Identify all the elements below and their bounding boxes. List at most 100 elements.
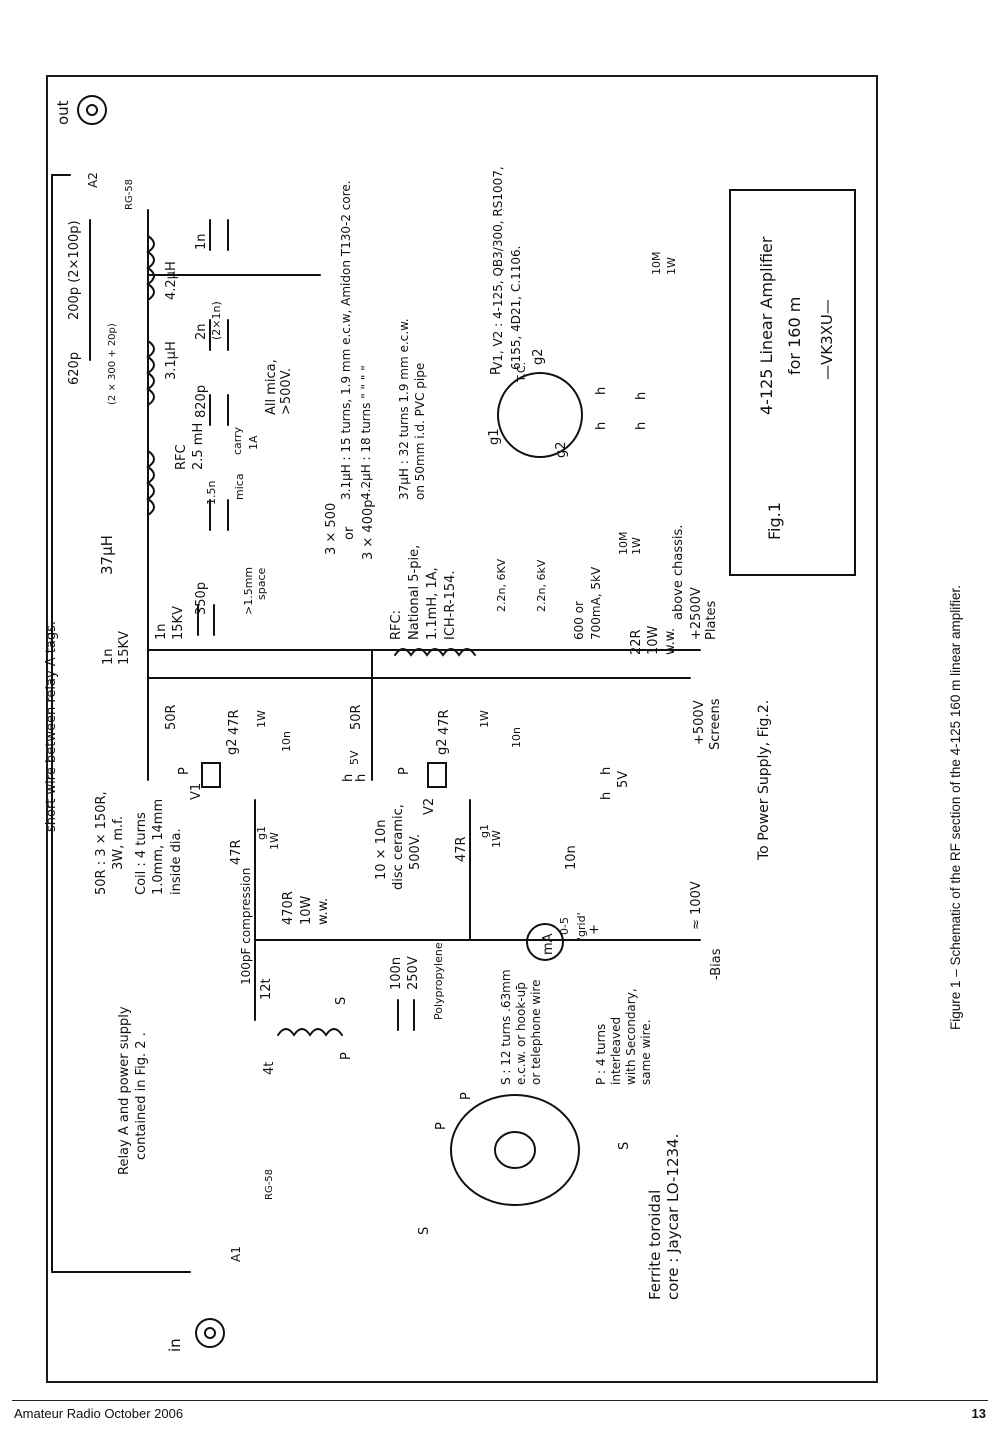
v2-anode-box [427,762,447,788]
in-connector [195,1318,225,1348]
c10n-1: 10n [280,731,293,752]
minus-label: - [509,985,524,990]
plus-label: + [587,924,602,935]
pin-h2: h [594,422,609,430]
pin-g2b: g2 [554,441,569,458]
plates-1: +2500V [689,587,704,640]
rfc-val: 2.5 mH [191,423,206,470]
l37-coil [146,450,155,516]
r50-v2: 50R [349,704,364,730]
l31-note: 3.1μH : 15 turns, 1.9 mm e.c.w, Amidon T… [339,180,353,500]
mica-label: mica [233,473,246,500]
v5-v2: 5V [616,771,631,788]
disc-note-3: 500V. [408,834,423,870]
r22-ww: w.w. [663,628,678,655]
c15kv-b: 15KV [171,606,186,640]
plates-2: Plates [704,600,719,640]
l42-note: 4.2μH : 18 turns " " " " [359,365,373,500]
r10m-b-w: 1W [665,257,678,275]
v5-v1: 5V [348,750,361,765]
ferrite-note-2: core : Jaycar LO-1234. [664,1134,682,1300]
pin-h1: h [594,387,609,395]
t-4t: 4t [262,1062,277,1075]
p-note-1: P : 4 turns [594,1024,608,1085]
h-v2: h [599,767,614,775]
footer-page-number: 13 [971,1406,986,1421]
comp-note: 100pF compression [239,868,253,985]
v1-anode-box [201,762,221,788]
r470: 470R [281,891,296,925]
screens-2: Screens [708,698,723,750]
r10m-b: 10M [650,252,663,276]
c1n-out: 1n [194,233,209,250]
relay-note-2: contained in Fig. 2 . [134,1032,149,1160]
l42-coil [146,235,155,301]
space-2: space [255,567,268,600]
p-note-2: interleaved [609,1017,623,1085]
r47-g1-w: 1W [268,832,281,850]
h-v1b: h [354,774,369,782]
c200p: 200p (2×100p) [67,220,82,320]
title-line1: 4-125 Linear Amplifier [757,236,776,415]
c3x500: 3 × 500 [324,503,339,555]
c15kv-a: 15KV [117,631,132,665]
tor-p2: P [459,1092,474,1100]
l37-note-1: 37μH : 32 turns 1.9 mm e.c.w. [397,318,411,500]
ferrite-toroid [450,1094,580,1206]
t-12t: 12t [259,978,274,1000]
rfc-plate-coil [394,648,476,657]
v1-label: V1 [189,783,204,800]
plate-choke-1: 600 or [572,601,586,640]
r470-ww: w.w. [316,898,331,925]
l37-note-2: on 50mm i.d. PVC pipe [413,363,427,500]
c3x400: 3 × 400p [361,500,376,561]
coil-note-3: inside dia. [169,828,184,895]
l42-label: 4.2μH [164,261,179,300]
t-p: P [339,1052,354,1060]
tube-h-a: h [634,392,649,400]
g2-v1: g2 [225,738,240,755]
figure-caption: Figure 1 – Schematic of the RF section o… [948,585,963,1030]
c820p: 820p [194,385,209,418]
ferrite-note-1: Ferrite toroidal [646,1190,664,1300]
c22n-b: 2.2n, 6kV [535,559,548,612]
footer-rule [12,1400,988,1401]
p1-label: P [177,767,192,775]
r22: 22R [629,629,644,655]
r47-g2b: 47R [437,709,452,735]
t-s: S [334,997,349,1005]
a2-label: A2 [86,172,100,188]
poly-note: Polypropylene [432,942,445,1020]
rg58-out: RG-58 [124,179,135,210]
l37-label: 37μH [98,535,116,575]
tube-socket [497,372,583,458]
all-mica-2: >500V. [279,368,294,415]
carry-label: carry [231,426,244,455]
carry-a: 1A [247,435,260,450]
rfc-label: RFC [174,444,189,470]
meter-label: mA [541,933,556,955]
c100n: 100n [389,957,404,990]
or-label: or [342,526,357,540]
p-note-3: with Secondary, [624,988,638,1085]
r50-v1: 50R [164,704,179,730]
r47-g1b-w: 1W [490,830,503,848]
p2-label: P [397,767,412,775]
g1-v1: g1 [255,826,268,840]
short-wire-note: short wire between relay A tags. [44,621,59,832]
c620p: 620p [67,352,82,385]
title-box [729,189,856,576]
meter-grid: 'grid' [575,912,588,940]
title-fig: Fig.1 [765,502,784,540]
c10n-grid: 10n [564,845,579,870]
c2n-comp: (2×1n) [210,301,223,340]
rg58-in: RG-58 [264,1169,275,1200]
rfc-choke-4: ICH-R-154. [443,570,458,640]
p-note-4: same wire. [639,1019,653,1085]
v2-label: V2 [422,798,437,815]
l31-label: 3.1μH [164,341,179,380]
relay-note-1: Relay A and power supply [117,1006,132,1175]
r47-g1b: 47R [454,836,469,862]
coil-note-1: Coil : 4 turns [134,812,149,895]
pin-p: P [489,367,504,375]
